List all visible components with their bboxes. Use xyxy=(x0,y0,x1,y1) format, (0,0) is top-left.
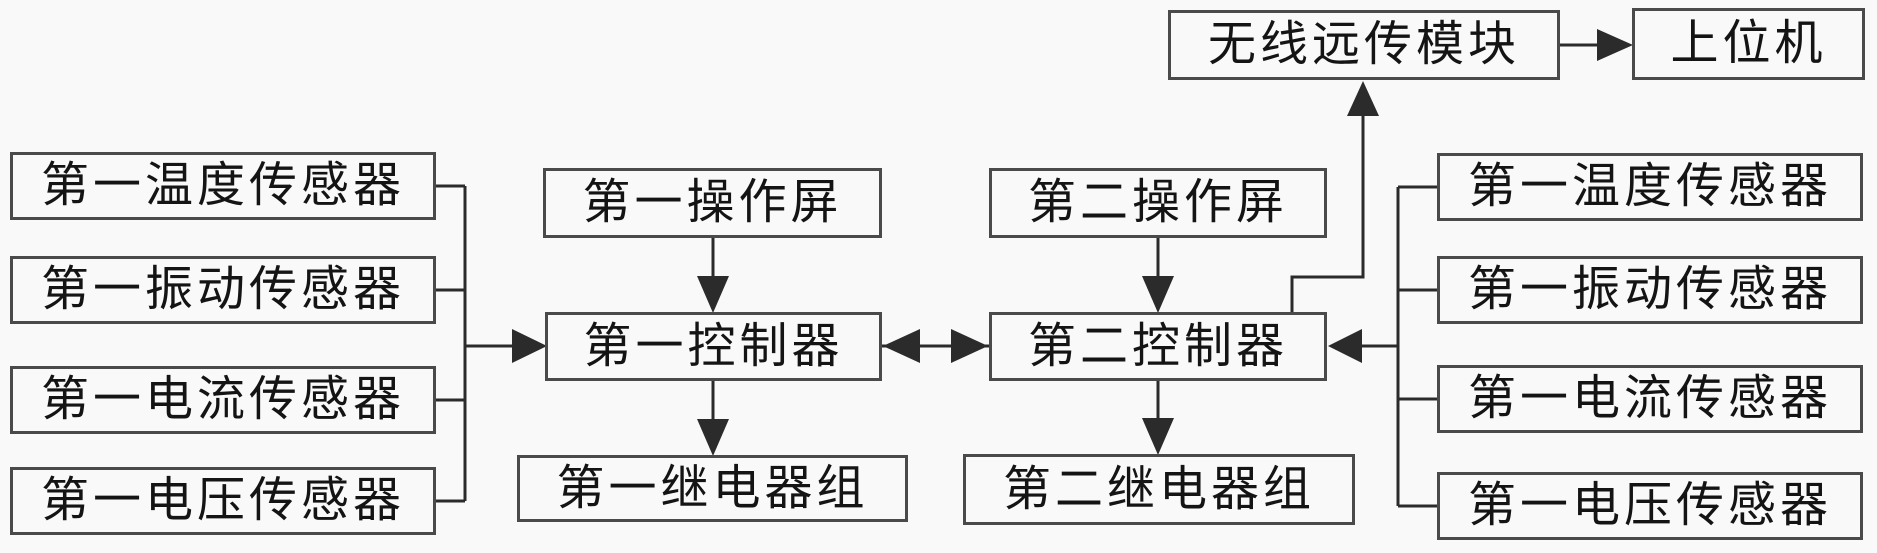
node-right-current-sensor: 第一电流传感器 xyxy=(1437,365,1863,433)
node-label: 第二继电器组 xyxy=(1002,462,1315,516)
node-second-controller: 第二控制器 xyxy=(989,312,1327,381)
node-label: 第一继电器组 xyxy=(556,461,869,515)
right-sensor-bus-line xyxy=(1360,185,1437,508)
arrowhead-bidir-right xyxy=(951,329,988,363)
node-wireless-remote-module: 无线远传模块 xyxy=(1168,10,1560,80)
left-sensor-bus-line xyxy=(436,184,514,503)
node-label: 无线远传模块 xyxy=(1207,18,1520,71)
node-label: 第一振动传感器 xyxy=(40,263,405,316)
node-label: 第一振动传感器 xyxy=(1467,263,1832,316)
node-label: 第二控制器 xyxy=(1027,319,1288,373)
arrowhead-into-controller1-left xyxy=(512,329,547,363)
node-label: 上位机 xyxy=(1670,17,1827,70)
node-first-controller: 第一控制器 xyxy=(545,312,882,381)
node-left-voltage-sensor: 第一电压传感器 xyxy=(10,467,436,535)
node-host-computer: 上位机 xyxy=(1632,8,1865,80)
arrowhead-host-right xyxy=(1597,29,1633,61)
node-label: 第一温度传感器 xyxy=(1467,160,1832,213)
node-right-vibration-sensor: 第一振动传感器 xyxy=(1437,256,1863,324)
node-first-relay-group: 第一继电器组 xyxy=(517,455,908,522)
node-second-operation-screen: 第二操作屏 xyxy=(989,168,1327,238)
node-label: 第一操作屏 xyxy=(582,176,843,229)
node-label: 第一电流传感器 xyxy=(1467,372,1832,425)
node-second-relay-group: 第二继电器组 xyxy=(963,454,1355,525)
arrowhead-controller1-down xyxy=(697,419,729,456)
arrowhead-screen1-down xyxy=(697,276,729,313)
arrowhead-screen2-down xyxy=(1142,276,1174,313)
node-label: 第一电压传感器 xyxy=(40,474,405,527)
arrowhead-controller2-down xyxy=(1142,418,1174,455)
node-right-temperature-sensor: 第一温度传感器 xyxy=(1437,153,1863,221)
node-label: 第一控制器 xyxy=(583,319,844,373)
node-right-voltage-sensor: 第一电压传感器 xyxy=(1437,472,1863,540)
node-first-operation-screen: 第一操作屏 xyxy=(543,168,882,238)
node-left-current-sensor: 第一电流传感器 xyxy=(10,366,436,434)
node-label: 第一电流传感器 xyxy=(40,373,405,426)
node-label: 第一温度传感器 xyxy=(40,159,405,212)
arrowhead-wireless-up xyxy=(1347,81,1379,116)
controller2-to-wireless-line xyxy=(1290,114,1365,313)
node-label: 第一电压传感器 xyxy=(1467,479,1832,532)
arrowhead-into-controller2-right xyxy=(1328,329,1362,363)
node-label: 第二操作屏 xyxy=(1027,176,1288,229)
node-left-temperature-sensor: 第一温度传感器 xyxy=(10,152,436,220)
arrowhead-bidir-left xyxy=(883,329,920,363)
node-left-vibration-sensor: 第一振动传感器 xyxy=(10,256,436,324)
